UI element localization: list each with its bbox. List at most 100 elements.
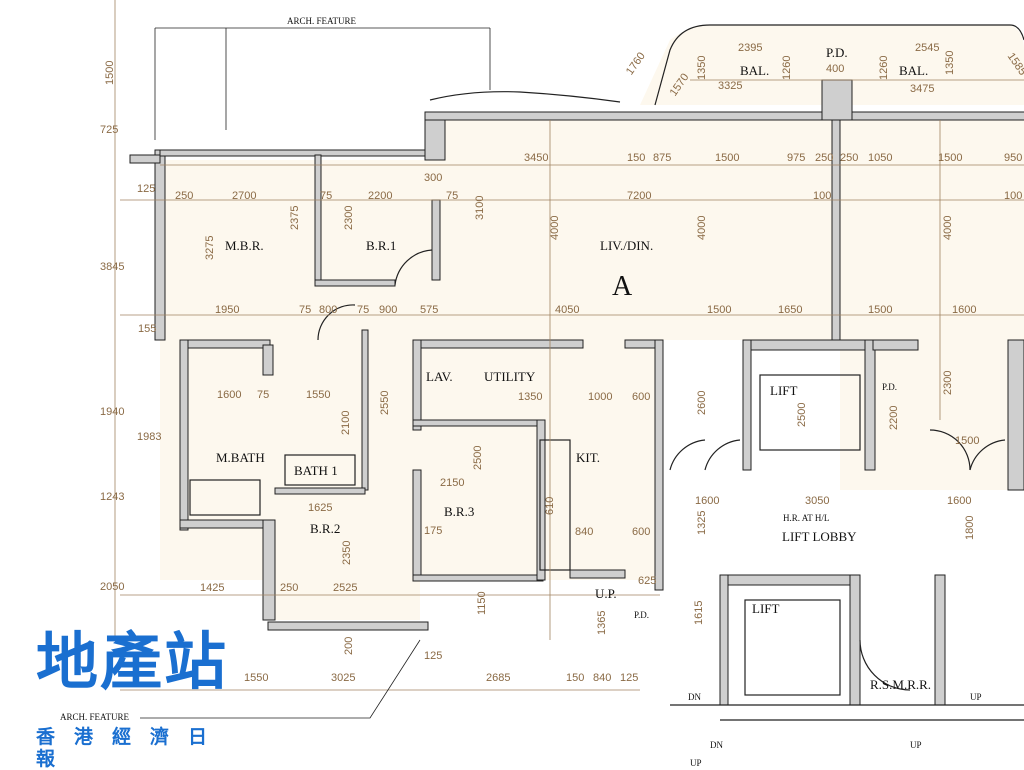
dim: 1800 <box>964 516 976 540</box>
dim: 2100 <box>340 411 352 435</box>
dim: 575 <box>420 304 438 316</box>
dim: 125 <box>137 183 155 195</box>
dim: 1350 <box>944 51 956 75</box>
room-labels: M.B.R. B.R.1 LIV./DIN. A LAV. UTILITY KI… <box>216 45 982 768</box>
dim: 600 <box>632 391 650 403</box>
dim: 1550 <box>306 389 330 401</box>
logo-title: 地產站 <box>36 625 229 698</box>
dim: 2300 <box>343 206 355 230</box>
dim: 975 <box>787 152 805 164</box>
dim: 1600 <box>952 304 976 316</box>
dim: 1365 <box>596 611 608 635</box>
room-mbr: M.B.R. <box>225 238 264 253</box>
dim: 2375 <box>289 206 301 230</box>
dim: 1500 <box>938 152 962 164</box>
stair-up-3: UP <box>690 758 702 768</box>
dim: 2300 <box>942 371 954 395</box>
dimension-lines <box>114 0 1024 691</box>
room-pd-2: P.D. <box>882 382 897 392</box>
arch-feature-top: ARCH. FEATURE <box>287 16 357 26</box>
dim: 3025 <box>331 672 355 684</box>
dim: 2500 <box>472 446 484 470</box>
room-br2: B.R.2 <box>310 521 340 536</box>
dim: 2700 <box>232 190 256 202</box>
dim: 2350 <box>341 541 353 565</box>
fixtures <box>189 24 1024 721</box>
dim: 2200 <box>368 190 392 202</box>
dim: 1600 <box>217 389 241 401</box>
room-bath1: BATH 1 <box>294 463 338 478</box>
dim: 75 <box>257 389 269 401</box>
dim: 3100 <box>474 196 486 220</box>
dim: 125 <box>620 672 638 684</box>
dim: 1260 <box>878 56 890 80</box>
floor-areas <box>160 25 1024 620</box>
dim: 200 <box>343 637 355 655</box>
dim: 1050 <box>868 152 892 164</box>
dim: 1600 <box>947 495 971 507</box>
dimension-labels: 1500 725 3845 1940 1243 2050 1983 155 12… <box>100 42 1024 684</box>
dim: 75 <box>299 304 311 316</box>
dim: 875 <box>653 152 671 164</box>
annotations: ARCH. FEATURE ARCH. FEATURE H.R. AT H/L <box>60 16 829 722</box>
dim: 2685 <box>486 672 510 684</box>
dim: 1550 <box>244 672 268 684</box>
dim: 150 <box>566 672 584 684</box>
dim: 725 <box>100 124 118 136</box>
dim: 2550 <box>379 391 391 415</box>
dim: 600 <box>632 526 650 538</box>
room-rsmrr: R.S.M.R.R. <box>870 677 931 692</box>
dim: 250 <box>840 152 858 164</box>
room-lift-2: LIFT <box>752 601 780 616</box>
dim: 3050 <box>805 495 829 507</box>
dim: 250 <box>815 152 833 164</box>
dim: 100 <box>813 190 831 202</box>
dim: 610 <box>544 497 556 515</box>
dim: 4050 <box>555 304 579 316</box>
dim: 75 <box>357 304 369 316</box>
dim: 1350 <box>518 391 542 403</box>
dim: 300 <box>424 172 442 184</box>
stair-down-1: DN <box>688 692 701 702</box>
dim: 400 <box>826 63 844 75</box>
room-kit: KIT. <box>576 450 600 465</box>
room-utility: UTILITY <box>484 369 536 384</box>
dim: 1600 <box>695 495 719 507</box>
dim: 2395 <box>738 42 762 54</box>
dim: 1243 <box>100 491 124 503</box>
dim: 2525 <box>333 582 357 594</box>
room-up: U.P. <box>595 586 617 601</box>
dim: 1150 <box>476 591 488 615</box>
room-livdin: LIV./DIN. <box>600 238 653 253</box>
room-bal-2: BAL. <box>899 63 928 78</box>
dim: 1000 <box>588 391 612 403</box>
unit-label: A <box>612 271 633 302</box>
walls <box>129 79 1024 706</box>
stair-down-2: DN <box>710 740 723 750</box>
dim: 1615 <box>693 601 705 625</box>
dim: 1500 <box>104 61 116 85</box>
dim: 3475 <box>910 83 934 95</box>
stair-up-2: UP <box>910 740 922 750</box>
dim: 125 <box>424 650 442 662</box>
dim: 1500 <box>868 304 892 316</box>
dim: 75 <box>320 190 332 202</box>
dim: 1500 <box>955 435 979 447</box>
dim: 840 <box>575 526 593 538</box>
arch-feature-bottom: ARCH. FEATURE <box>60 712 130 722</box>
room-pd-1: P.D. <box>826 45 848 60</box>
dim: 175 <box>424 525 442 537</box>
dim: 800 <box>319 304 337 316</box>
room-mbath: M.BATH <box>216 450 265 465</box>
room-lift-1: LIFT <box>770 383 798 398</box>
dim: 100 <box>1004 190 1022 202</box>
room-lift-lobby: LIFT LOBBY <box>782 529 857 544</box>
dim: 2150 <box>440 477 464 489</box>
dim: 250 <box>175 190 193 202</box>
dim: 4000 <box>942 216 954 240</box>
dim: 1260 <box>781 56 793 80</box>
dim: 7200 <box>627 190 651 202</box>
stair-up: UP <box>970 692 982 702</box>
dim: 155 <box>138 323 156 335</box>
